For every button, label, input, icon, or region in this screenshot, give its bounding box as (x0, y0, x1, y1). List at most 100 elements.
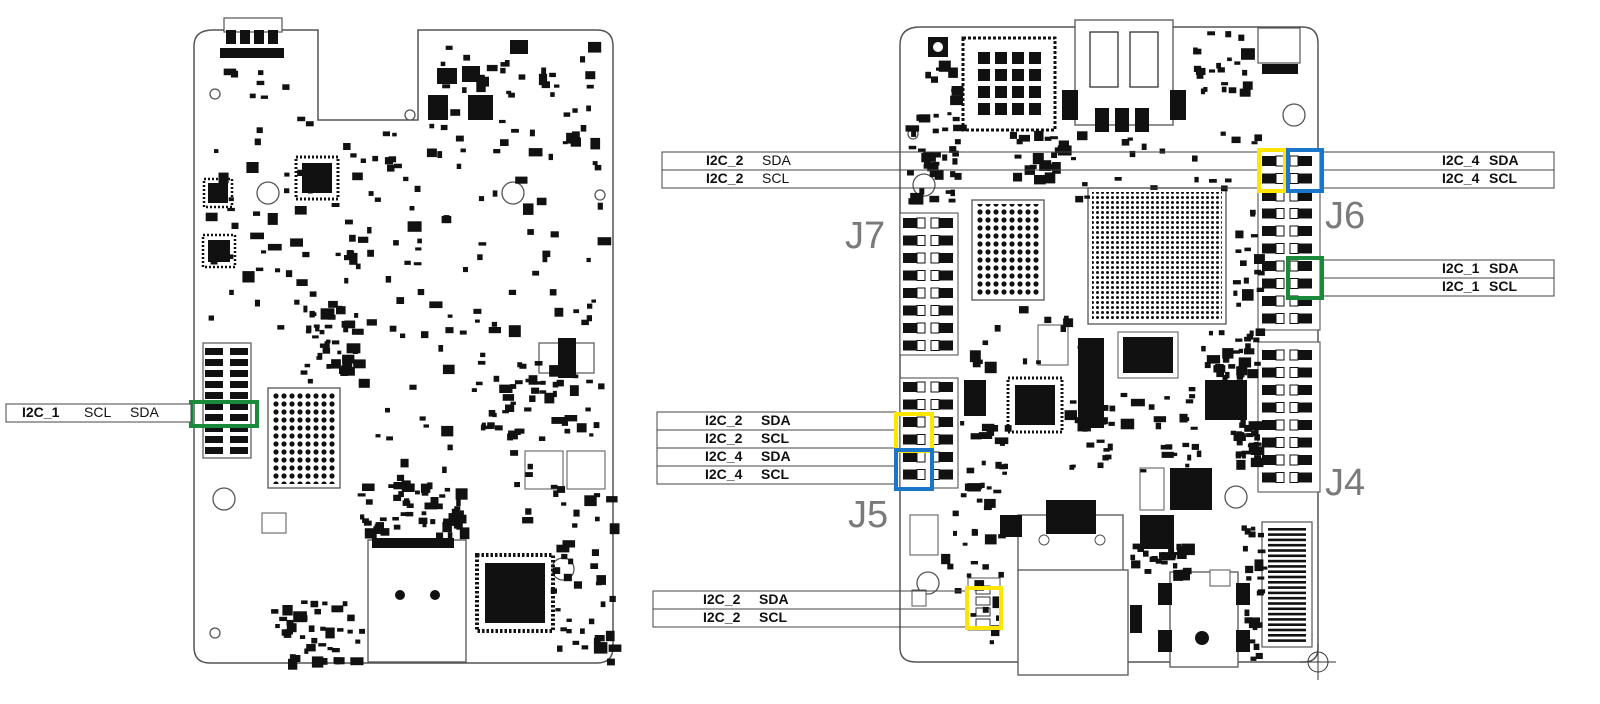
smd-part (529, 395, 536, 402)
smd-part (1069, 400, 1077, 404)
smd-part (951, 88, 959, 93)
smd-part (508, 92, 515, 98)
smd-part (1259, 566, 1268, 570)
smd-part (1242, 69, 1248, 76)
smd-part (1002, 471, 1007, 475)
smd-part (1249, 330, 1254, 337)
highlight-j6-i2c4 (1286, 148, 1324, 193)
smd-part (418, 517, 428, 525)
smd-part (522, 517, 534, 524)
fpc-pin (1268, 623, 1306, 626)
smd-part (586, 105, 591, 112)
smd-part (334, 360, 340, 364)
smd-part (938, 60, 951, 72)
smd-part (1057, 145, 1072, 156)
smd-part (595, 516, 600, 522)
smd-part (1185, 463, 1190, 468)
smd-part (925, 71, 931, 79)
header-pad (1262, 261, 1276, 271)
front-fpc-connector (1261, 521, 1313, 648)
smd-part (438, 345, 444, 352)
smd-part (360, 158, 366, 163)
smd-part (1235, 338, 1243, 342)
smd-part (299, 635, 306, 639)
callout-signal: SDA (759, 591, 789, 607)
smd-part (435, 503, 443, 510)
front-soc-bga-balls (1092, 192, 1222, 320)
header-pad (930, 340, 940, 351)
smd-part (1234, 61, 1241, 65)
smd-part (1241, 48, 1255, 60)
smd-part (246, 162, 259, 173)
smd-part (430, 497, 439, 507)
smd-part (455, 135, 464, 142)
smd-part (404, 260, 411, 265)
smd-part (284, 172, 290, 177)
smd-part (1109, 405, 1116, 412)
smd-part (229, 289, 234, 295)
smd-part (493, 375, 500, 382)
smd-part (1220, 131, 1226, 136)
smd-part (279, 616, 288, 622)
smd-part (1168, 547, 1175, 553)
smd-part (947, 563, 954, 570)
callout-signal: SCL (1489, 278, 1517, 294)
smd-part (375, 522, 384, 534)
smd-part (374, 197, 381, 202)
smd-part (308, 187, 313, 194)
smd-part (303, 305, 308, 313)
smd-part (401, 480, 411, 490)
smd-part (481, 422, 486, 427)
smd-part (488, 327, 501, 334)
header-pad (1289, 173, 1299, 184)
smd-part (393, 524, 401, 530)
smd-part (1114, 177, 1122, 181)
smd-part (572, 640, 580, 645)
smd-part (552, 381, 559, 388)
fpc-pin (1268, 602, 1306, 605)
header-pad (939, 218, 953, 228)
header-pad (1289, 437, 1299, 448)
module-pad (978, 86, 990, 98)
header-pad (1275, 472, 1285, 483)
smd-part (484, 425, 493, 430)
smd-part (342, 354, 355, 364)
smd-part (1159, 148, 1166, 154)
smd-part (315, 325, 320, 332)
smd-part (981, 423, 995, 432)
smd-part (593, 493, 601, 498)
front-ethernet-jack (1017, 500, 1129, 676)
smd-part (227, 207, 235, 212)
smd-part (589, 433, 594, 437)
back-callout-sig2: SDA (130, 404, 159, 420)
smd-part (515, 176, 528, 184)
smd-part (427, 482, 433, 490)
header-pad (916, 252, 926, 264)
header-pad (916, 399, 926, 410)
smd-part (1239, 422, 1246, 428)
smd-part (594, 164, 602, 171)
smd-part (393, 163, 402, 169)
header-pad (939, 399, 953, 410)
module-pad (995, 69, 1007, 81)
header-pad (903, 469, 917, 480)
header-pad (916, 305, 926, 316)
smd-part (393, 494, 402, 501)
smd-part (591, 299, 596, 303)
highlight-j6-i2c1 (1286, 256, 1324, 300)
smd-part (326, 364, 334, 368)
smd-part (1058, 140, 1069, 150)
smd-part (1074, 417, 1079, 424)
smd-part (1254, 455, 1261, 460)
smd-part (998, 534, 1006, 539)
smd-part (598, 383, 605, 390)
smd-part (459, 510, 464, 517)
smd-part (528, 148, 543, 157)
smd-part (949, 146, 957, 153)
smd-part (1233, 290, 1238, 296)
header-pad (903, 270, 917, 281)
smd-part (480, 424, 486, 431)
header-pad (916, 434, 926, 445)
header-pad (1298, 278, 1312, 289)
smd-part (253, 211, 261, 216)
